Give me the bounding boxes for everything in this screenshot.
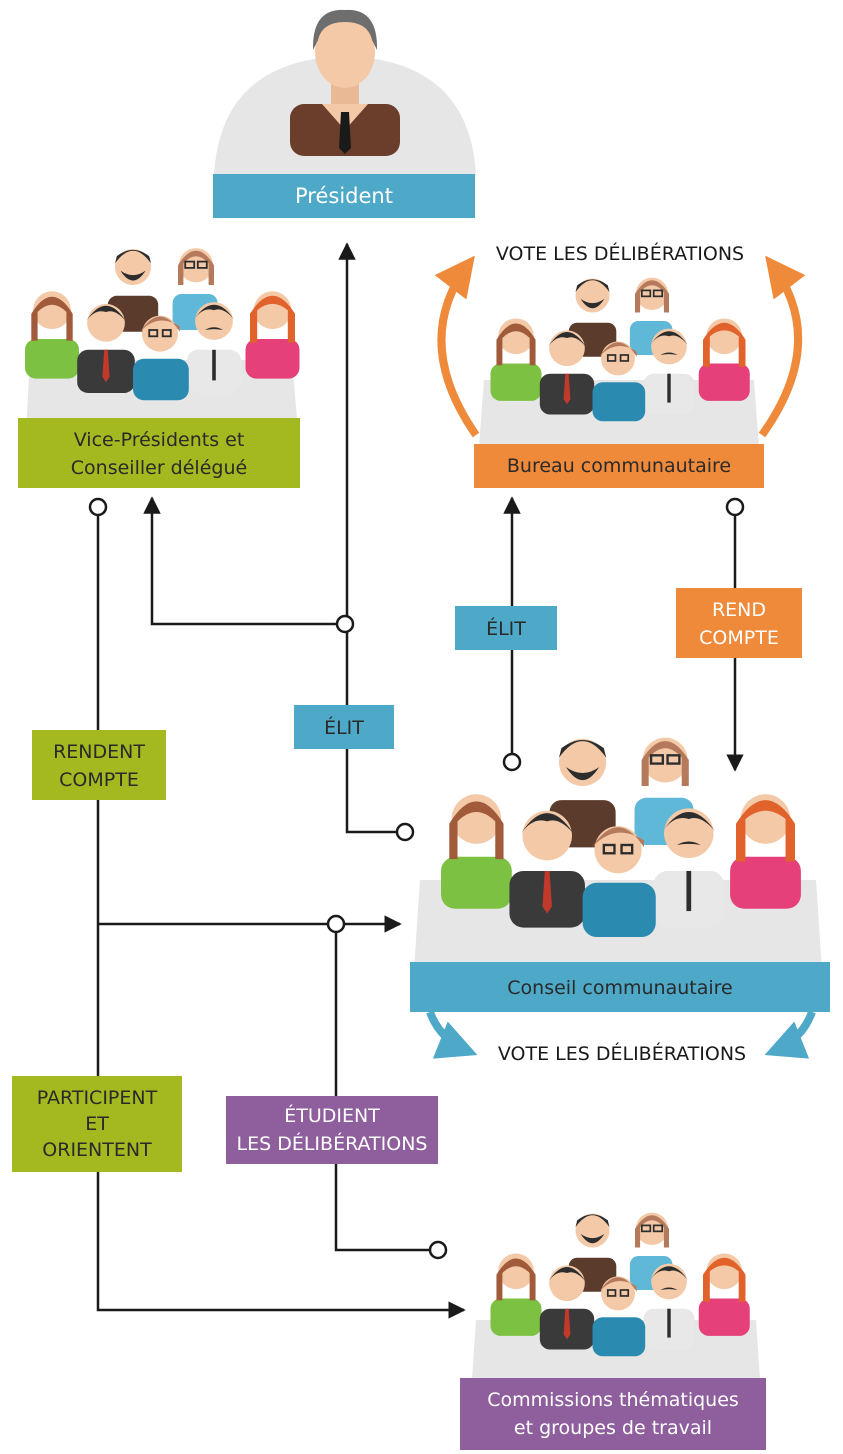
bureau-vote-arrow-right <box>758 255 806 438</box>
people-group-icon <box>489 276 751 423</box>
connector-nodes <box>88 497 745 1260</box>
commissions-node: Commissions thématiques et groupes de tr… <box>460 1211 766 1450</box>
bureau-label: Bureau communautaire <box>507 455 731 477</box>
conseil-vote-arrow-left <box>426 1010 478 1059</box>
connector-commissions <box>334 932 430 1252</box>
commissions-banner <box>460 1378 766 1450</box>
people-group-icon <box>489 1211 751 1358</box>
commissions-label-line1: Commissions thématiques <box>487 1389 739 1411</box>
president-label: Président <box>295 184 393 208</box>
bureau-vote-label: VOTE LES DÉLIBÉRATIONS <box>496 242 744 265</box>
svg-text:ÉLIT: ÉLIT <box>486 617 526 640</box>
node-circle <box>326 914 346 934</box>
conseil-banner <box>410 962 830 1012</box>
svg-text:LES DÉLIBÉRATIONS: LES DÉLIBÉRATIONS <box>237 1132 428 1155</box>
conseil-vote-arrow-right <box>764 1010 816 1059</box>
people-group-icon <box>24 247 301 402</box>
president-node: Président <box>213 9 476 218</box>
vp-banner <box>18 418 300 488</box>
svg-text:ÉTUDIENT: ÉTUDIENT <box>284 1104 380 1127</box>
connector-branch-vp <box>143 496 345 626</box>
svg-text:COMPTE: COMPTE <box>59 769 139 791</box>
node-circle <box>335 614 355 634</box>
node-circle <box>88 497 108 517</box>
president-banner <box>213 174 475 218</box>
svg-text:ÉLIT: ÉLIT <box>324 716 364 739</box>
svg-text:PARTICIPENT: PARTICIPENT <box>37 1087 158 1109</box>
bureau-node: Bureau communautaire VOTE LES DÉLIBÉRATI… <box>434 242 806 488</box>
president-avatar-icon <box>290 9 400 156</box>
node-circle <box>502 752 522 772</box>
svg-text:REND: REND <box>712 599 766 621</box>
conseil-label: Conseil communautaire <box>507 977 732 999</box>
bureau-banner <box>474 444 764 488</box>
connector-conseil-president <box>338 242 396 834</box>
commissions-label-line2: et groupes de travail <box>514 1417 712 1439</box>
node-circle <box>428 1240 448 1260</box>
svg-text:COMPTE: COMPTE <box>699 627 779 649</box>
svg-text:ORIENTENT: ORIENTENT <box>42 1139 152 1161</box>
label-elit-left: ÉLIT <box>294 705 394 749</box>
label-rendent-compte: RENDENT COMPTE <box>32 730 166 800</box>
conseil-vote-label: VOTE LES DÉLIBÉRATIONS <box>498 1042 746 1065</box>
label-rend-compte: REND COMPTE <box>676 588 802 658</box>
node-circle <box>725 497 745 517</box>
label-elit-bureau: ÉLIT <box>455 606 557 650</box>
people-group-icon <box>439 736 803 939</box>
svg-text:ET: ET <box>85 1113 109 1135</box>
bureau-vote-arrow-left <box>434 255 480 438</box>
vice-presidents-node: Vice-Présidents et Conseiller délégué <box>18 247 301 488</box>
node-circle <box>395 822 415 842</box>
connector-vp-trunk <box>96 516 466 1319</box>
conseil-node: Conseil communautaire VOTE LES DÉLIBÉRAT… <box>410 736 830 1065</box>
vp-label-line2: Conseiller délégué <box>71 457 247 479</box>
label-participent: PARTICIPENT ET ORIENTENT <box>12 1076 182 1172</box>
label-etudient: ÉTUDIENT LES DÉLIBÉRATIONS <box>226 1096 438 1164</box>
vp-label-line1: Vice-Présidents et <box>74 429 245 451</box>
svg-text:RENDENT: RENDENT <box>53 741 145 763</box>
